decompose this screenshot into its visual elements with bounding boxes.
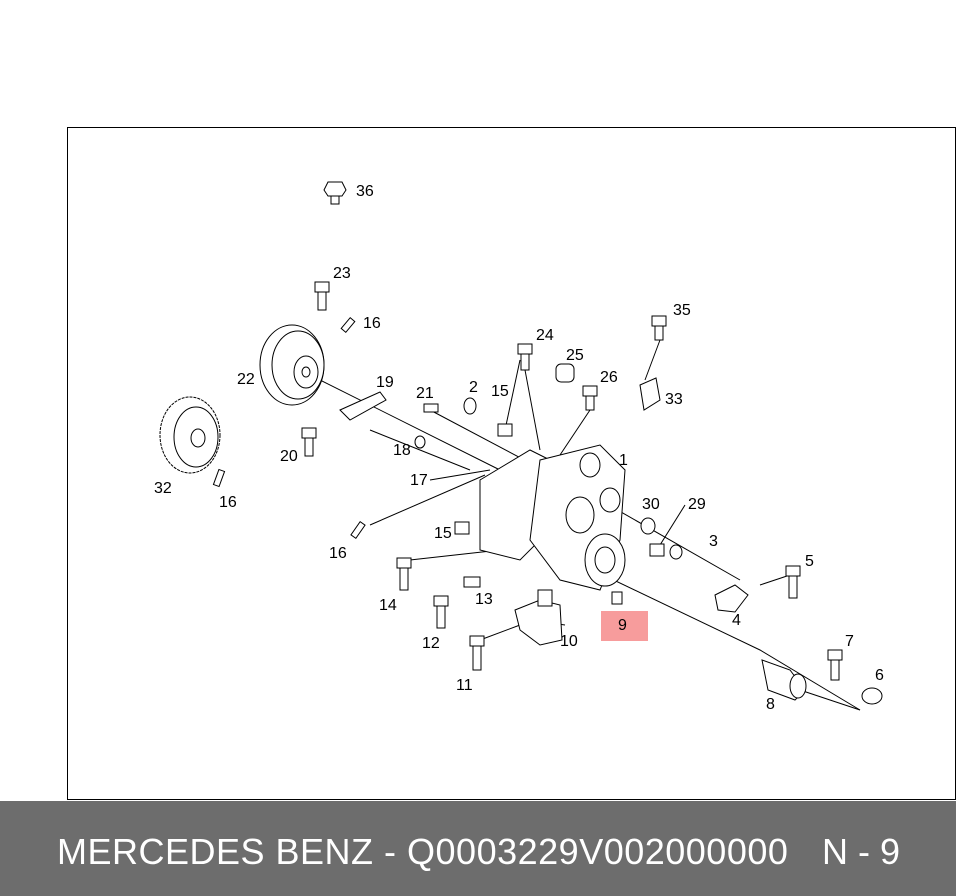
pin-16c: [350, 521, 366, 539]
bolt-14: [396, 557, 412, 591]
solenoid-8: [761, 659, 807, 701]
label-29: 29: [688, 496, 706, 513]
leader-line: [659, 504, 686, 546]
bracket-33: [639, 377, 661, 411]
label-20: 20: [280, 448, 298, 465]
label-10: 10: [560, 633, 578, 650]
bolt-20: [301, 427, 317, 457]
label-3: 3: [709, 533, 718, 550]
leader-line: [319, 379, 501, 471]
label-9: 9: [618, 617, 627, 634]
oring-6: [861, 687, 883, 705]
leader-line: [429, 469, 491, 481]
label-15: 15: [434, 525, 452, 542]
leader-line: [524, 369, 541, 451]
footer-part-code: N - 9: [822, 831, 901, 872]
gear-32: [159, 396, 221, 474]
bolt-7: [827, 649, 843, 681]
washer-2: [463, 397, 477, 415]
part-21: [423, 403, 439, 413]
label-18: 18: [393, 442, 411, 459]
spacer-29: [649, 543, 665, 557]
pin-15a: [497, 423, 513, 437]
label-26: 26: [600, 369, 618, 386]
label-16: 16: [363, 315, 381, 332]
label-1: 1: [619, 452, 628, 469]
bolt-5: [785, 565, 801, 599]
label-5: 5: [805, 553, 814, 570]
leader-line: [799, 689, 861, 711]
label-24: 24: [536, 327, 554, 344]
footer-title: MERCEDES BENZ - Q0003229V002000000: [57, 831, 789, 872]
highlight-box-9: [601, 611, 648, 641]
nut-3: [669, 544, 683, 560]
leader-line: [644, 339, 661, 381]
label-32: 32: [154, 480, 172, 497]
label-23: 23: [333, 265, 351, 282]
label-19: 19: [376, 374, 394, 391]
label-4: 4: [732, 612, 741, 629]
label-21: 21: [416, 385, 434, 402]
leader-line: [479, 624, 521, 641]
pin-16a: [340, 317, 356, 333]
pulley-22: [259, 324, 325, 406]
label-13: 13: [475, 591, 493, 608]
bolt-35: [651, 315, 667, 341]
spacer-30: [640, 517, 656, 535]
pin-15b: [454, 521, 470, 535]
bolt-11: [469, 635, 485, 671]
label-25: 25: [566, 347, 584, 364]
cover-4: [714, 584, 749, 613]
label-14: 14: [379, 597, 397, 614]
sensor-13: [463, 576, 481, 588]
footer-bar: MERCEDES BENZ - Q0003229V002000000 N - 9: [0, 801, 956, 896]
bolt-26: [582, 385, 598, 411]
label-17: 17: [410, 472, 428, 489]
housing-1: [479, 444, 626, 591]
label-36: 36: [356, 183, 374, 200]
bolt-36: [323, 181, 347, 205]
label-11: 11: [456, 677, 473, 694]
label-6: 6: [875, 667, 884, 684]
bolt-12: [433, 595, 449, 629]
label-35: 35: [673, 302, 691, 319]
sensor-9: [611, 591, 623, 605]
label-2: 2: [469, 379, 478, 396]
label-30: 30: [642, 496, 660, 513]
label-22: 22: [237, 371, 255, 388]
leader-line: [504, 359, 521, 431]
leader-line: [759, 574, 791, 586]
label-33: 33: [665, 391, 683, 408]
bolt-24: [517, 343, 533, 371]
label-7: 7: [845, 633, 854, 650]
label-15: 15: [491, 383, 509, 400]
washer-18: [414, 435, 426, 449]
label-16: 16: [329, 545, 347, 562]
pin-16b: [212, 468, 226, 488]
bracket-19: [339, 391, 387, 421]
bolt-23: [314, 281, 330, 311]
cap-25: [555, 363, 575, 383]
label-8: 8: [766, 696, 775, 713]
leader-line: [559, 409, 591, 456]
leader-line: [369, 474, 486, 526]
actuator-10: [514, 589, 563, 646]
label-16: 16: [219, 494, 237, 511]
leader-line: [369, 429, 471, 471]
label-12: 12: [422, 635, 440, 652]
